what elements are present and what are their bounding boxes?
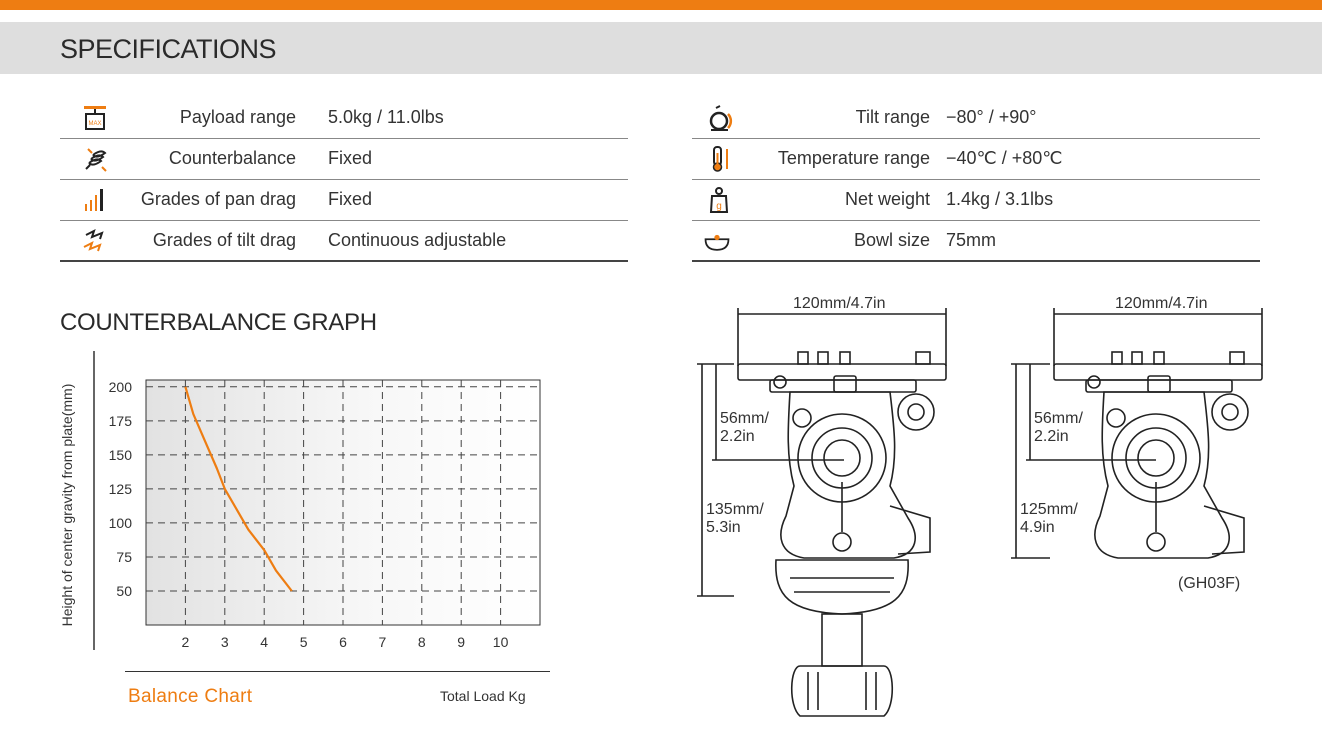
chart-y-tick-label: 100 [109,515,133,531]
right-total-height-dimension-in: 4.9in [1020,519,1055,536]
chart-x-tick-label: 5 [300,634,308,650]
right-width-dimension: 120mm/4.7in [1112,295,1211,313]
chart-x-tick-label: 9 [457,634,465,650]
left-upper-height-dimension-in: 2.2in [720,428,755,445]
tripod-head-drawings [697,308,1263,717]
pan-drag-bars-icon [85,189,103,211]
tilt-range-icon [709,105,733,131]
left-total-height-dimension-in: 5.3in [706,519,741,536]
page-header: SPECIFICATIONS [0,22,1322,74]
spec-row: Temperature range −40℃ / +80℃ [692,139,1260,180]
chart-series-line [184,386,293,592]
right-upper-height-dimension: 56mm/ [1034,410,1083,427]
tilt-drag-steps-icon [83,229,104,252]
model-label: (GH03F) [1178,575,1241,592]
spec-label: Temperature range [777,148,930,168]
spec-row: Grades of tilt drag Continuous adjustabl… [60,221,628,262]
weight-icon: g [709,187,729,213]
spec-row: Tilt range −80° / +90° [692,98,1260,139]
chart-x-tick-label: 2 [182,634,190,650]
chart-x-tick-label: 6 [339,634,347,650]
section-title: COUNTERBALANCE GRAPH [60,309,377,336]
thermometer-icon [712,146,728,172]
spec-label: Net weight [844,189,930,209]
spring-icon [85,148,107,172]
chart-x-tick-label: 4 [260,634,268,650]
chart-svg: 2 3 4 5 6 7 8 9 10 50 75 100 125 150 175 200 Height of c… [59,351,541,650]
right-upper-height-dimension-in: 2.2in [1034,428,1069,445]
spec-value: Fixed [328,148,373,168]
left-upper-height-dimension: 56mm/ [720,410,769,427]
spec-row: Bowl size 75mm [692,221,1260,262]
svg-text:g: g [716,201,722,212]
spec-value: 75mm [946,230,997,250]
spec-row: Grades of pan drag Fixed [60,180,628,221]
spec-row: g Net weight 1.4kg / 3.1lbs [692,180,1260,221]
chart-y-tick-label: 75 [116,549,132,565]
spec-value: −80° / +90° [946,107,1037,127]
chart-y-axis-label: Height of center gravity from plate(mm) [59,384,75,627]
spec-label: Counterbalance [168,148,296,168]
chart-title: Balance Chart [128,686,253,707]
chart-x-tick-label: 8 [418,634,426,650]
spec-value: Continuous adjustable [328,230,507,250]
chart-y-tick-label: 200 [109,379,133,395]
left-total-height-dimension: 135mm/ [706,501,764,518]
page-title: SPECIFICATIONS [60,34,277,64]
spec-value: Fixed [328,189,373,209]
chart-y-tick-label: 50 [116,583,132,599]
chart-y-tick-label: 175 [109,413,133,429]
chart-y-tick-label: 150 [109,447,133,463]
spec-label: Grades of pan drag [140,189,296,209]
chart-footer-rule [125,671,550,672]
spec-label: Payload range [179,107,296,127]
payload-max-icon: MAX [84,106,106,130]
spec-label: Tilt range [855,107,930,127]
top-accent-bar [0,0,1322,10]
spec-value: −40℃ / +80℃ [946,148,1063,168]
balance-chart: 2 3 4 5 6 7 8 9 10 50 75 100 125 150 175 200 Height of c… [50,345,570,720]
chart-x-tick-label: 10 [493,634,509,650]
right-total-height-dimension: 125mm/ [1020,501,1078,518]
bowl-icon [704,234,730,251]
spec-value: 5.0kg / 11.0lbs [328,107,444,127]
chart-x-tick-label: 7 [379,634,387,650]
chart-y-tick-label: 125 [109,481,133,497]
spec-value: 1.4kg / 3.1lbs [946,189,1054,209]
chart-x-axis-label: Total Load Kg [440,688,526,704]
left-width-dimension: 120mm/4.7in [790,295,889,313]
spec-label: Bowl size [853,230,930,250]
svg-text:MAX: MAX [88,121,101,127]
chart-x-tick-label: 3 [221,634,229,650]
spec-row: Counterbalance Fixed [60,139,628,180]
spec-label: Grades of tilt drag [152,230,296,250]
spec-row: MAX Payload range 5.0kg / 11.0lbs [60,98,628,139]
